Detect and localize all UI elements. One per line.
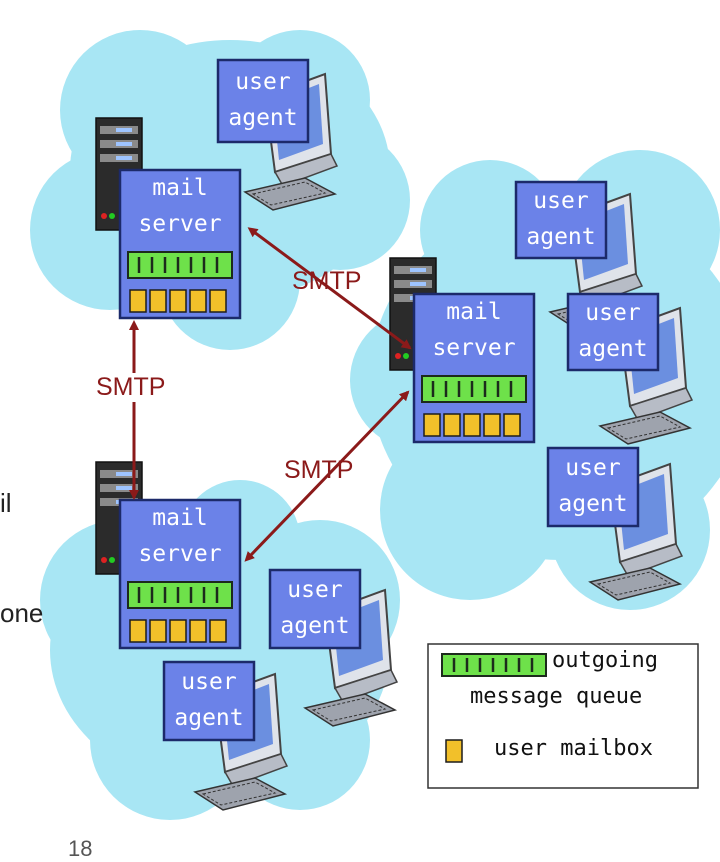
user-agent-label: user agent [218, 64, 308, 136]
user-agent-label: user agent [516, 183, 606, 255]
page-number: 18 [68, 836, 93, 861]
user-agent-line2: agent [578, 336, 648, 362]
legend [427, 643, 699, 789]
server-label-line2: server [138, 541, 222, 567]
smtp-label-top-right: SMTP [292, 267, 362, 295]
user-agent-box [566, 292, 660, 372]
legend-mailbox-label: user mailbox [494, 736, 653, 761]
user-agent-line1: user [533, 188, 589, 214]
user-agent-box [216, 58, 310, 144]
user-agent-line1: user [565, 455, 621, 481]
mail-server-right [412, 292, 536, 444]
server-label-top-left: mail server [120, 170, 240, 242]
server-label-line1: mail [152, 175, 208, 201]
side-text-fragment: one [0, 598, 44, 628]
user-agent-box [162, 660, 256, 742]
user-agent-box [268, 568, 362, 650]
user-agent-label: user agent [548, 450, 638, 522]
mail-server-bottom-left [118, 498, 242, 650]
user-agent-box [514, 180, 608, 260]
user-agent-line2: agent [280, 613, 350, 639]
server-label-bottom-left: mail server [120, 500, 240, 572]
smtp-label-bottom-right: SMTP [284, 456, 354, 484]
server-label-line2: server [432, 335, 516, 361]
user-agent-line1: user [181, 669, 237, 695]
user-agent-line2: agent [558, 491, 628, 517]
user-agent-label: user agent [568, 295, 658, 367]
smtp-label-top-bottom: SMTP [96, 373, 166, 402]
side-text-fragment: il [0, 488, 12, 518]
user-agent-line1: user [585, 300, 641, 326]
user-agent-label: user agent [164, 664, 254, 736]
mail-server-top-left [118, 168, 242, 320]
server-label-line2: server [138, 211, 222, 237]
user-agent-line1: user [287, 577, 343, 603]
user-agent-line2: agent [228, 105, 298, 131]
legend-queue-label-line2: message queue [470, 684, 643, 709]
user-agent-line1: user [235, 69, 291, 95]
user-agent-box [546, 446, 640, 528]
smtp-arrow-top-right [247, 227, 412, 350]
user-agent-line2: agent [174, 705, 244, 731]
user-agent-label: user agent [270, 572, 360, 644]
server-label-right: mail server [414, 294, 534, 366]
user-agent-line2: agent [526, 224, 596, 250]
server-label-line1: mail [446, 299, 502, 325]
smtp-arrow-bottom-right [244, 390, 410, 562]
legend-mailbox-swatch [445, 739, 463, 763]
server-label-line1: mail [152, 505, 208, 531]
legend-queue-label-line1: outgoing [552, 648, 658, 673]
